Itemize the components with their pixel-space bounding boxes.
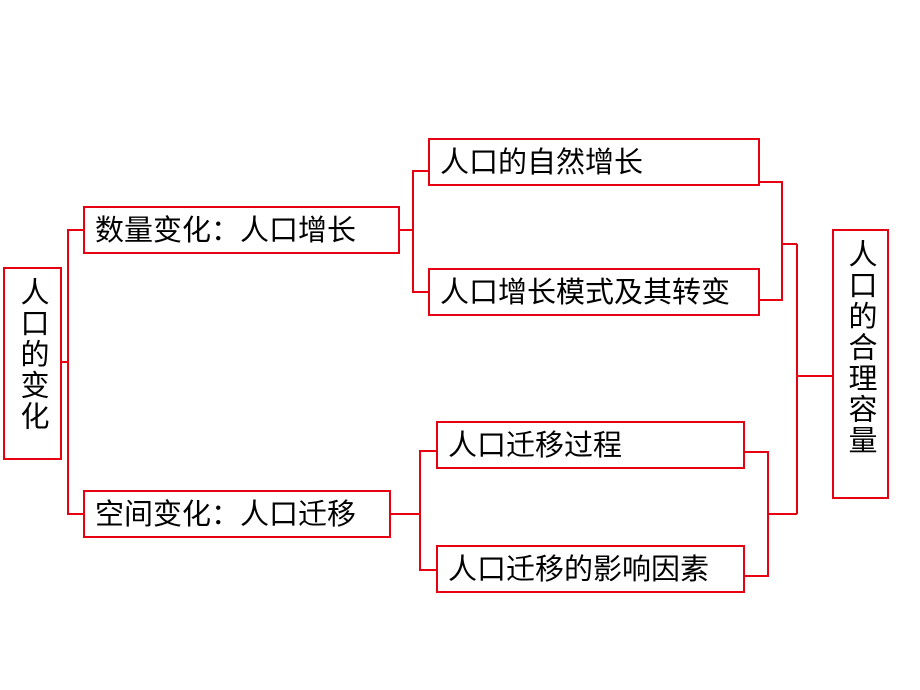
- quantity-merge-connector: [759, 181, 797, 301]
- branch-space-node: 空间变化：人口迁移: [83, 490, 391, 538]
- branch-quantity-label: 数量变化：人口增长: [95, 212, 357, 247]
- branch-quantity-node: 数量变化：人口增长: [83, 206, 400, 254]
- conclusion-node-label: 人口的合理容量: [844, 239, 878, 456]
- branch-space-label: 空间变化：人口迁移: [95, 496, 357, 531]
- leaf-migration-factors-label: 人口迁移的影响因素: [448, 551, 710, 586]
- leaf-natural-growth-node: 人口的自然增长: [428, 138, 760, 186]
- leaf-growth-model-node: 人口增长模式及其转变: [428, 268, 760, 316]
- quantity-connector: [399, 170, 429, 293]
- root-connector: [61, 229, 84, 515]
- space-connector: [390, 450, 437, 571]
- root-node: 人口的变化: [3, 267, 62, 460]
- space-merge-connector: [744, 451, 797, 577]
- root-node-label: 人口的变化: [16, 277, 50, 432]
- conclusion-connector: [796, 244, 833, 514]
- leaf-natural-growth-label: 人口的自然增长: [440, 144, 644, 179]
- leaf-migration-process-label: 人口迁移过程: [448, 427, 623, 462]
- conclusion-node: 人口的合理容量: [832, 229, 889, 499]
- leaf-growth-model-label: 人口增长模式及其转变: [440, 274, 731, 309]
- leaf-migration-factors-node: 人口迁移的影响因素: [436, 545, 745, 593]
- leaf-migration-process-node: 人口迁移过程: [436, 421, 745, 469]
